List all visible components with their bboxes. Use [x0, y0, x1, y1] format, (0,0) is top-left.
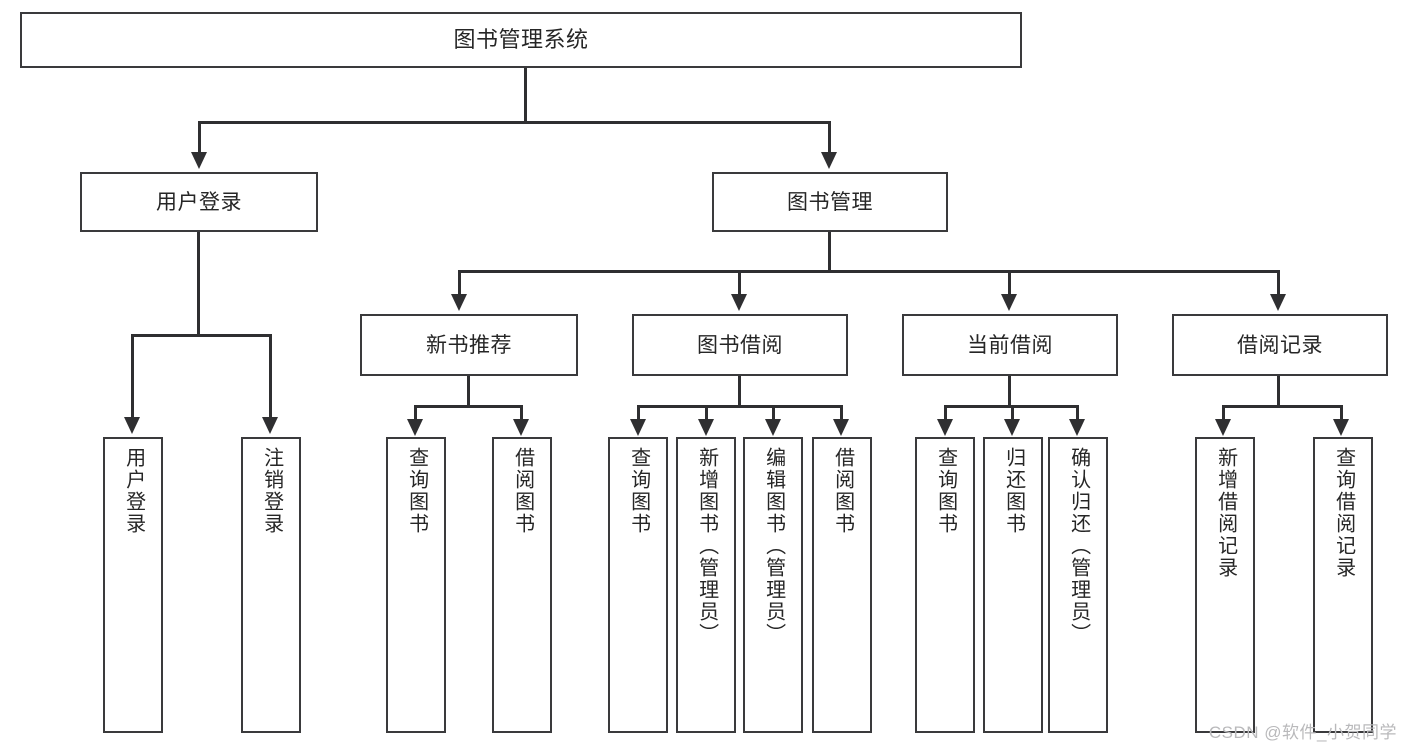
connector-root-to-book-management — [828, 121, 831, 153]
connector-bb-to-leaf-3 — [772, 405, 775, 420]
arrowhead-book-borrow — [731, 294, 747, 311]
node-book-management[interactable]: 图书管理 — [712, 172, 948, 232]
connector-root-bus — [198, 121, 830, 124]
leaf-query-book-3[interactable]: 查询图书 — [915, 437, 975, 733]
connector-borrow-record-bus — [1222, 405, 1343, 408]
connector-user-login-to-leaf-1 — [131, 334, 134, 418]
connector-bb-to-leaf-4 — [840, 405, 843, 420]
connector-br-to-leaf-1 — [1222, 405, 1225, 420]
csdn-watermark: CSDN @软件_小贺同学 — [1208, 723, 1397, 742]
arrowhead-borrow-record — [1270, 294, 1286, 311]
arrowhead-current-borrow — [1001, 294, 1017, 311]
node-borrow-record[interactable]: 借阅记录 — [1172, 314, 1388, 376]
node-label: 借阅图书 — [511, 447, 534, 535]
arrowhead-new-book-recommend — [451, 294, 467, 311]
connector-borrow-record-stem — [1277, 376, 1280, 407]
connector-user-login-bus — [131, 334, 272, 337]
node-label: 归还图书 — [1002, 447, 1025, 535]
arrowhead-query-book-1 — [407, 419, 423, 436]
arrowhead-borrow-book-1 — [513, 419, 529, 436]
leaf-edit-book-admin[interactable]: 编辑图书（管理员） — [743, 437, 803, 733]
arrowhead-add-book-admin — [698, 419, 714, 436]
node-label: 查询图书 — [627, 447, 650, 535]
connector-book-management-stem — [828, 232, 831, 272]
node-label: 新书推荐 — [426, 333, 512, 357]
node-label: 编辑图书（管理员） — [762, 447, 785, 645]
node-current-borrow[interactable]: 当前借阅 — [902, 314, 1118, 376]
connector-current-borrow-stem — [1008, 376, 1011, 407]
node-label: 借阅图书 — [831, 447, 854, 535]
node-root-book-management-system[interactable]: 图书管理系统 — [20, 12, 1022, 68]
node-label: 用户登录 — [156, 190, 242, 214]
node-label: 注销登录 — [260, 447, 283, 535]
arrowhead-query-borrow-record — [1333, 419, 1349, 436]
leaf-query-book-1[interactable]: 查询图书 — [386, 437, 446, 733]
arrowhead-user-login — [191, 152, 207, 169]
node-label: 图书管理 — [787, 190, 873, 214]
leaf-borrow-book-1[interactable]: 借阅图书 — [492, 437, 552, 733]
node-label: 图书管理系统 — [453, 27, 589, 52]
leaf-query-borrow-record[interactable]: 查询借阅记录 — [1313, 437, 1373, 733]
connector-bm-to-book-borrow — [738, 270, 741, 295]
node-label: 图书借阅 — [697, 333, 783, 357]
connector-new-book-to-leaf-1 — [414, 405, 417, 420]
leaf-query-book-2[interactable]: 查询图书 — [608, 437, 668, 733]
leaf-borrow-book-2[interactable]: 借阅图书 — [812, 437, 872, 733]
connector-new-book-bus — [414, 405, 523, 408]
leaf-add-book-admin[interactable]: 新增图书（管理员） — [676, 437, 736, 733]
connector-new-book-stem — [467, 376, 470, 407]
node-book-borrow[interactable]: 图书借阅 — [632, 314, 848, 376]
connector-cb-to-leaf-1 — [944, 405, 947, 420]
leaf-confirm-return-admin[interactable]: 确认归还（管理员） — [1048, 437, 1108, 733]
node-label: 当前借阅 — [967, 333, 1053, 357]
connector-cb-to-leaf-2 — [1011, 405, 1014, 420]
node-label: 新增图书（管理员） — [695, 447, 718, 645]
arrowhead-query-book-2 — [630, 419, 646, 436]
node-label: 新增借阅记录 — [1214, 447, 1237, 579]
arrowhead-add-borrow-record — [1215, 419, 1231, 436]
connector-br-to-leaf-2 — [1340, 405, 1343, 420]
connector-user-login-to-leaf-2 — [269, 334, 272, 418]
node-label: 查询图书 — [934, 447, 957, 535]
leaf-logout[interactable]: 注销登录 — [241, 437, 301, 733]
connector-book-borrow-bus — [637, 405, 843, 408]
connector-bm-to-borrow-record — [1277, 270, 1280, 295]
connector-root-stem — [524, 68, 527, 123]
arrowhead-query-book-3 — [937, 419, 953, 436]
node-user-login[interactable]: 用户登录 — [80, 172, 318, 232]
leaf-add-borrow-record[interactable]: 新增借阅记录 — [1195, 437, 1255, 733]
node-label: 确认归还（管理员） — [1067, 447, 1090, 645]
node-new-book-recommend[interactable]: 新书推荐 — [360, 314, 578, 376]
arrowhead-return-book — [1004, 419, 1020, 436]
connector-bm-to-new-book — [458, 270, 461, 295]
connector-user-login-stem — [197, 232, 200, 336]
connector-book-management-bus — [458, 270, 1280, 273]
connector-bb-to-leaf-2 — [705, 405, 708, 420]
leaf-return-book[interactable]: 归还图书 — [983, 437, 1043, 733]
connector-book-borrow-stem — [738, 376, 741, 407]
arrowhead-confirm-return-admin — [1069, 419, 1085, 436]
connector-cb-to-leaf-3 — [1076, 405, 1079, 420]
connector-bb-to-leaf-1 — [637, 405, 640, 420]
node-label: 查询借阅记录 — [1332, 447, 1355, 579]
arrowhead-logout-leaf — [262, 417, 278, 434]
arrowhead-user-login-leaf — [124, 417, 140, 434]
connector-root-to-user-login — [198, 121, 201, 153]
leaf-user-login[interactable]: 用户登录 — [103, 437, 163, 733]
node-label: 查询图书 — [405, 447, 428, 535]
arrowhead-book-management — [821, 152, 837, 169]
arrowhead-borrow-book-2 — [833, 419, 849, 436]
node-label: 借阅记录 — [1237, 333, 1323, 357]
node-label: 用户登录 — [122, 447, 145, 535]
arrowhead-edit-book-admin — [765, 419, 781, 436]
connector-new-book-to-leaf-2 — [520, 405, 523, 420]
connector-bm-to-current-borrow — [1008, 270, 1011, 295]
